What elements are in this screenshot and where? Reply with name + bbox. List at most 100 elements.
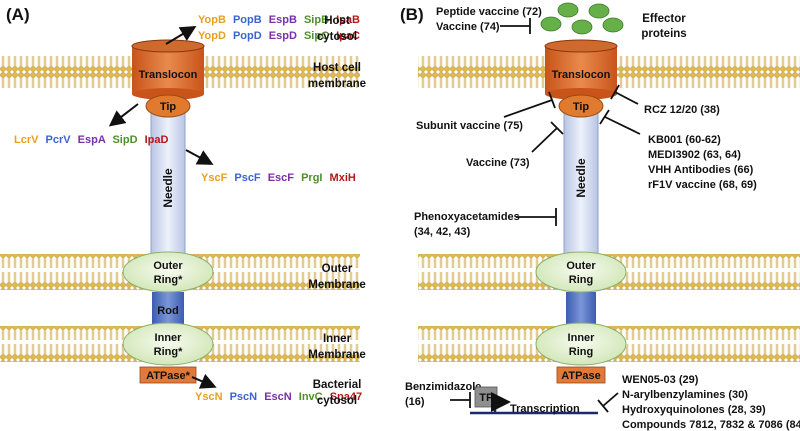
arrow-tip bbox=[108, 103, 139, 127]
inner-ring-a bbox=[122, 322, 214, 366]
protein-pscf: PscF bbox=[234, 172, 261, 184]
inhibit-phenoxy bbox=[516, 208, 557, 226]
inhibitor-subunit-vaccine: Subunit vaccine (75) bbox=[416, 120, 523, 132]
protein-sipd: SipD bbox=[112, 134, 137, 146]
panel-b-label: (B) bbox=[400, 5, 424, 24]
protein-row-tip: LcrV PcrV EspA SipD IpaD bbox=[14, 134, 168, 146]
region-inner-membrane-1: Inner bbox=[323, 333, 352, 345]
rod-b bbox=[566, 292, 596, 328]
inhibitor-phenoxy-2: (34, 42, 43) bbox=[414, 226, 471, 238]
protein-ipac: IpaC bbox=[336, 30, 360, 42]
arrow-atpase bbox=[191, 373, 217, 389]
protein-row-needle: YscF PscF EscF PrgI MxiH bbox=[201, 172, 356, 184]
protein-espd: EspD bbox=[269, 30, 297, 42]
region-host-cytosol-2: cytosol bbox=[317, 31, 357, 43]
outer-ring-label-a-2: Ring* bbox=[154, 274, 183, 286]
inner-ring-label-a-2: Ring* bbox=[154, 346, 183, 358]
translocon-label-b: Translocon bbox=[552, 69, 611, 81]
inhibitor-wen05: WEN05-03 (29) bbox=[622, 374, 699, 386]
atpase-label-a: ATPase* bbox=[146, 370, 191, 382]
region-host-cytosol-1: Host bbox=[324, 15, 350, 27]
inhibit-vaccine-73 bbox=[531, 121, 564, 153]
protein-row-translocon-1: YopB PopB EspB SipB IpaB bbox=[198, 14, 360, 26]
inhibit-atpase bbox=[597, 392, 619, 413]
inhibitor-peptide-vaccine-1: Peptide vaccine (72) bbox=[436, 6, 542, 18]
protein-invc: InvC bbox=[299, 391, 323, 403]
inhibitor-medi3902: MEDI3902 (63, 64) bbox=[648, 149, 741, 161]
inhibitor-benzimidazole-2: (16) bbox=[405, 396, 425, 408]
protein-lcrv: LcrV bbox=[14, 134, 39, 146]
tip-label-a: Tip bbox=[160, 101, 177, 113]
protein-yopd: YopD bbox=[198, 30, 226, 42]
panel-b: (B) Effector proteins Needle Translocon bbox=[400, 2, 800, 431]
inhibitor-kb001: KB001 (60-62) bbox=[648, 134, 721, 146]
translocon-label-a: Translocon bbox=[139, 69, 198, 81]
translocon-b: Translocon bbox=[544, 39, 618, 100]
outer-ring-label-b-1: Outer bbox=[566, 260, 596, 272]
tf-label: TF bbox=[479, 392, 493, 404]
protein-sipc: SipC bbox=[304, 30, 329, 42]
inhibit-benzimidazole bbox=[450, 392, 471, 408]
inhibitor-phenoxy-1: Phenoxyacetamides bbox=[414, 211, 520, 223]
panel-a: (A) Needle Rod Translocon Tip Outer Ring… bbox=[0, 5, 366, 407]
rod-a bbox=[152, 292, 184, 328]
protein-row-atpase: YscN PscN EscN InvC Spa47 bbox=[195, 391, 362, 403]
protein-popb: PopB bbox=[233, 14, 262, 26]
atpase-label-b: ATPase bbox=[561, 370, 601, 382]
inhibitor-rcz: RCZ 12/20 (38) bbox=[644, 104, 720, 116]
inhibitor-vhh: VHH Antibodies (66) bbox=[648, 164, 754, 176]
outer-ring-b bbox=[535, 251, 627, 293]
effector-proteins bbox=[540, 2, 624, 35]
inhibitor-hydroxyquinolones: Hydroxyquinolones (28, 39) bbox=[622, 404, 766, 416]
tip-b bbox=[558, 94, 604, 118]
needle-label-b: Needle bbox=[574, 158, 588, 198]
protein-mxih: MxiH bbox=[330, 172, 356, 184]
atpase-a bbox=[139, 366, 197, 384]
protein-escf: EscF bbox=[268, 172, 295, 184]
needle-label-a: Needle bbox=[161, 168, 175, 208]
protein-row-translocon-2: YopD PopD EspD SipC IpaC bbox=[198, 30, 360, 42]
arrow-needle bbox=[185, 149, 214, 165]
atpase-b bbox=[556, 366, 606, 384]
outer-ring-label-b-2: Ring bbox=[569, 274, 593, 286]
outer-ring-label-a-1: Outer bbox=[153, 260, 183, 272]
needle-a bbox=[150, 111, 186, 273]
panel-a-label: (A) bbox=[6, 5, 30, 24]
region-outer-membrane-2: Membrane bbox=[308, 279, 366, 291]
region-host-membrane-1: Host cell bbox=[313, 62, 361, 74]
tip-label-b: Tip bbox=[573, 101, 590, 113]
arrow-translocon bbox=[165, 25, 197, 45]
inhibitor-peptide-vaccine-2: Vaccine (74) bbox=[436, 21, 500, 33]
protein-popd: PopD bbox=[233, 30, 262, 42]
protein-prgi: PrgI bbox=[301, 172, 322, 184]
translocon-a: Translocon bbox=[131, 39, 205, 100]
region-inner-membrane-2: Membrane bbox=[308, 349, 366, 361]
inner-ring-label-b-2: Ring bbox=[569, 346, 593, 358]
protein-pcrv: PcrV bbox=[46, 134, 72, 146]
region-host-membrane-2: membrane bbox=[308, 78, 366, 90]
protein-escn: EscN bbox=[264, 391, 292, 403]
protein-espb: EspB bbox=[269, 14, 297, 26]
transcription-label: Transcription bbox=[510, 403, 580, 415]
inner-ring-b bbox=[535, 322, 627, 366]
region-bacterial-cytosol-1: Bacterial bbox=[313, 379, 362, 391]
protein-ipab: IpaB bbox=[336, 14, 360, 26]
protein-yscn: YscN bbox=[195, 391, 223, 403]
protein-yscf: YscF bbox=[201, 172, 228, 184]
inhibit-peptide-vaccine bbox=[500, 18, 531, 34]
region-outer-membrane-1: Outer bbox=[322, 263, 353, 275]
protein-spa47: Spa47 bbox=[330, 391, 362, 403]
transcription-arrow bbox=[491, 392, 511, 413]
protein-yopb: YopB bbox=[198, 14, 226, 26]
inhibitor-vaccine-73: Vaccine (73) bbox=[466, 157, 530, 169]
inhibit-kb001 bbox=[599, 109, 641, 135]
region-bacterial-cytosol-2: cytosol bbox=[317, 395, 357, 407]
inhibit-rcz bbox=[610, 84, 639, 105]
inner-ring-label-a-1: Inner bbox=[155, 332, 183, 344]
protein-ipad: IpaD bbox=[145, 134, 169, 146]
outer-ring-a bbox=[122, 251, 214, 293]
protein-sipb: SipB bbox=[304, 14, 329, 26]
protein-espa: EspA bbox=[78, 134, 106, 146]
inhibitor-narylbenzylamines: N-arylbenzylamines (30) bbox=[622, 389, 748, 401]
